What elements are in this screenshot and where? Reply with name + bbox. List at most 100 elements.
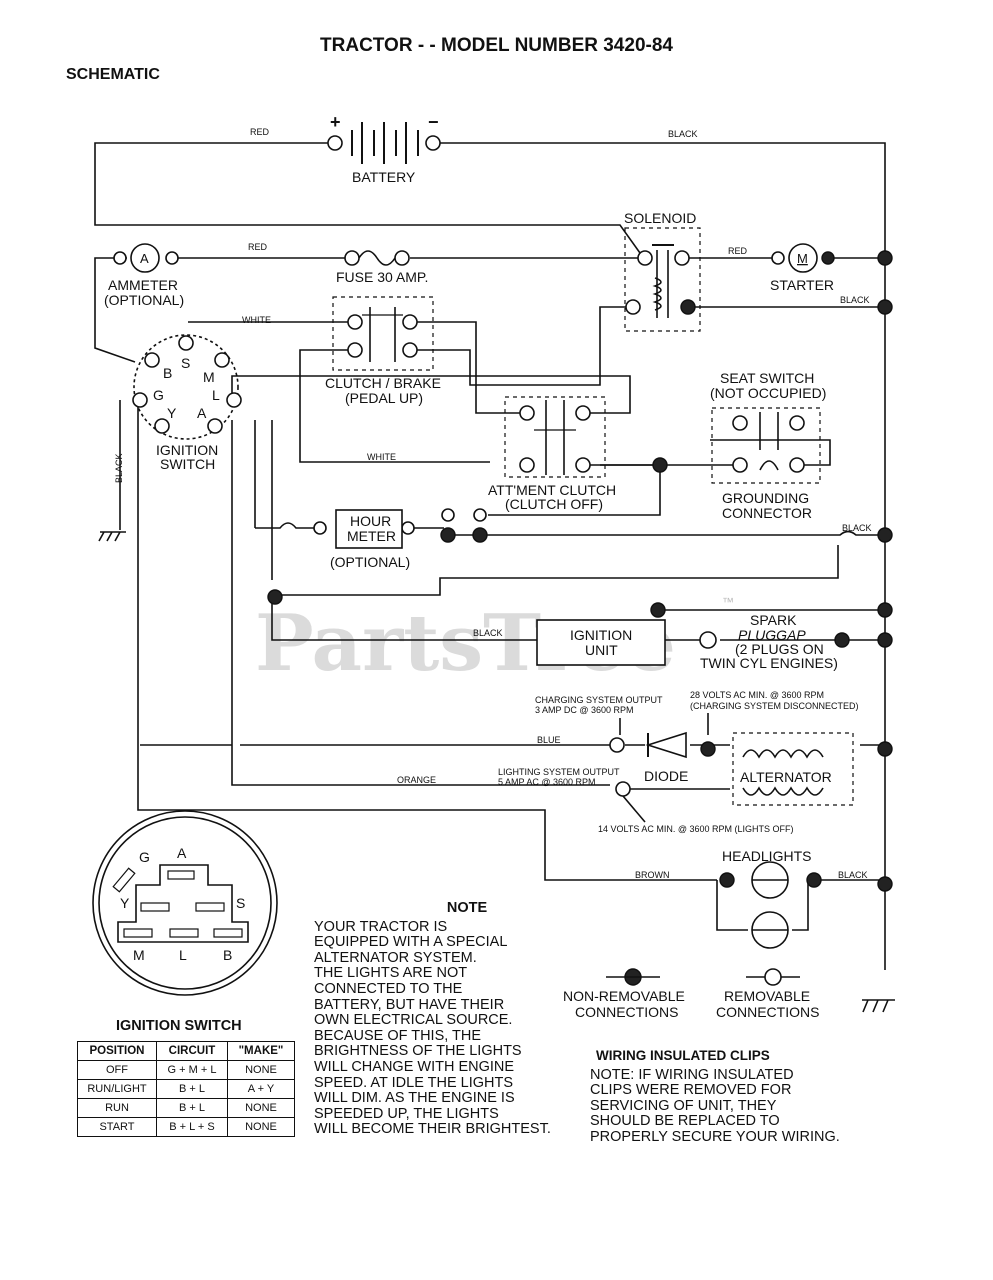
note-line: OWN ELECTRICAL SOURCE. bbox=[314, 1012, 513, 1029]
spark-engines-label: TWIN CYL ENGINES) bbox=[700, 655, 838, 671]
starter-symbol: M bbox=[797, 251, 808, 266]
removable-connection bbox=[425, 135, 441, 151]
face-letter-y: Y bbox=[120, 895, 130, 911]
ac28-sublabel: (CHARGING SYSTEM DISCONNECTED) bbox=[690, 701, 859, 711]
cell-circuit: G + M + L bbox=[156, 1060, 228, 1080]
wiring-clips-block: WIRING INSULATED CLIPS NOTE: IF WIRING I… bbox=[590, 1048, 890, 1146]
terminal-l: L bbox=[212, 387, 220, 403]
note-line: CONNECTED TO THE bbox=[314, 980, 463, 997]
grounding-connector-sublabel: CONNECTOR bbox=[722, 505, 812, 521]
note-heading: NOTE bbox=[446, 900, 488, 916]
spark-plugs-label: (2 PLUGS ON bbox=[735, 641, 824, 657]
terminal-g: G bbox=[153, 387, 164, 403]
ignition-unit: IGNITION UNIT bbox=[536, 619, 717, 666]
clips-line: CLIPS WERE REMOVED FOR bbox=[590, 1082, 792, 1099]
cell-make: NONE bbox=[227, 1117, 295, 1137]
non-removable-connection bbox=[650, 602, 666, 618]
cell-make: A + Y bbox=[227, 1079, 295, 1099]
cell-circuit: B + L bbox=[156, 1079, 228, 1099]
table-row: RUN B + L NONE bbox=[77, 1098, 295, 1118]
connection-legend: NON-REMOVABLE CONNECTIONS REMOVABLE CONN… bbox=[563, 968, 819, 1020]
ignition-switch-sublabel: SWITCH bbox=[160, 456, 215, 472]
hour-meter-sublabel: METER bbox=[347, 528, 396, 544]
attachment-clutch-switch: ATT'MENT CLUTCH (CLUTCH OFF) bbox=[488, 396, 616, 512]
cell-position: RUN bbox=[77, 1098, 157, 1118]
face-letter-a: A bbox=[177, 845, 187, 861]
wire-label-red: RED bbox=[248, 242, 268, 252]
ignition-switch: S B M G L Y A IGNITION SWITCH bbox=[132, 334, 242, 472]
removable-connection bbox=[327, 135, 343, 151]
face-letter-m: M bbox=[133, 947, 145, 963]
legend-removable-label: REMOVABLE bbox=[724, 988, 810, 1004]
non-removable-connection bbox=[877, 876, 893, 892]
clips-line: PROPERLY SECURE YOUR WIRING. bbox=[590, 1128, 840, 1145]
fuse: FUSE 30 AMP. bbox=[336, 250, 428, 285]
seat-switch-label: SEAT SWITCH bbox=[720, 370, 814, 386]
note-line: YOUR TRACTOR IS bbox=[314, 918, 448, 935]
wire-label-black: BLACK bbox=[668, 129, 698, 139]
non-removable-connection bbox=[877, 632, 893, 648]
wire-label-blue: BLUE bbox=[537, 735, 561, 745]
removable-connection bbox=[473, 508, 487, 522]
alternator-label: ALTERNATOR bbox=[740, 769, 832, 785]
ammeter-label: AMMETER bbox=[108, 277, 178, 293]
legend-removable-sublabel: CONNECTIONS bbox=[716, 1004, 819, 1020]
solenoid: SOLENOID bbox=[624, 210, 701, 332]
charging-system: CHARGING SYSTEM OUTPUT 3 AMP DC @ 3600 R… bbox=[498, 690, 859, 834]
terminal-y: Y bbox=[167, 405, 177, 421]
clutch-brake-sublabel: (PEDAL UP) bbox=[345, 390, 423, 406]
table-row: OFF G + M + L NONE bbox=[77, 1060, 295, 1080]
note-line: BRIGHTNESS OF THE LIGHTS bbox=[314, 1043, 522, 1060]
headlights: HEADLIGHTS bbox=[719, 848, 822, 949]
cell-position: OFF bbox=[77, 1060, 157, 1080]
hour-meter-optional-label: (OPTIONAL) bbox=[330, 554, 410, 570]
header-circuit: CIRCUIT bbox=[156, 1041, 228, 1061]
face-letter-b: B bbox=[223, 947, 232, 963]
charging-output-sublabel: 3 AMP DC @ 3600 RPM bbox=[535, 705, 634, 715]
clutch-brake-label: CLUTCH / BRAKE bbox=[325, 375, 441, 391]
non-removable-connection bbox=[652, 457, 668, 473]
clutch-brake-switch: CLUTCH / BRAKE (PEDAL UP) bbox=[325, 296, 441, 406]
grounding-connector-label: GROUNDING bbox=[722, 490, 809, 506]
starter-label: STARTER bbox=[770, 277, 834, 293]
note-line: WILL DIM. AS THE ENGINE IS bbox=[314, 1090, 515, 1107]
note-line: ALTERNATOR SYSTEM. bbox=[314, 949, 477, 966]
table-header-row: POSITION CIRCUIT "MAKE" bbox=[77, 1041, 295, 1061]
spark-label: SPARK bbox=[750, 612, 797, 628]
cell-circuit: B + L + S bbox=[156, 1117, 228, 1137]
schematic-heading: SCHEMATIC bbox=[66, 66, 160, 83]
battery-label: BATTERY bbox=[352, 169, 416, 185]
note-line: THE LIGHTS ARE NOT bbox=[314, 965, 468, 982]
ignition-switch-table-title: IGNITION SWITCH bbox=[116, 1018, 242, 1034]
non-removable-connection bbox=[877, 602, 893, 618]
note-line: BECAUSE OF THIS, THE bbox=[314, 1027, 482, 1044]
wire-label-red: RED bbox=[250, 127, 270, 137]
starter: M STARTER bbox=[770, 243, 835, 293]
wire-label-black: BLACK bbox=[473, 628, 503, 638]
note-line: SPEED. AT IDLE THE LIGHTS bbox=[314, 1074, 514, 1091]
seat-switch-sublabel: (NOT OCCUPIED) bbox=[710, 385, 826, 401]
diode-label: DIODE bbox=[644, 768, 688, 784]
lighting-output-sublabel: 5 AMP AC @ 3600 RPM bbox=[498, 777, 596, 787]
non-removable-connection bbox=[700, 741, 716, 757]
wire-label-orange: ORANGE bbox=[397, 775, 436, 785]
seat-switch: SEAT SWITCH (NOT OCCUPIED) GROUNDING CON… bbox=[710, 370, 826, 521]
wire-label-black: BLACK bbox=[838, 870, 868, 880]
non-removable-connection bbox=[877, 741, 893, 757]
battery-minus-label: − bbox=[428, 112, 439, 132]
ignition-switch-table: POSITION CIRCUIT "MAKE" OFF G + M + L NO… bbox=[77, 1041, 295, 1137]
non-removable-connection bbox=[267, 589, 283, 605]
non-removable-connection bbox=[877, 299, 893, 315]
wire-label-red: RED bbox=[728, 246, 748, 256]
terminal-s: S bbox=[181, 355, 190, 371]
ignition-switch-label: IGNITION bbox=[156, 442, 218, 458]
page-title: TRACTOR - - MODEL NUMBER 3420-84 bbox=[320, 35, 673, 56]
face-letter-s: S bbox=[236, 895, 245, 911]
wire-label-white: WHITE bbox=[242, 315, 271, 325]
watermark-trademark: ™ bbox=[722, 595, 734, 609]
face-letter-l: L bbox=[179, 947, 187, 963]
ac28-label: 28 VOLTS AC MIN. @ 3600 RPM bbox=[690, 690, 824, 700]
attment-clutch-label: ATT'MENT CLUTCH bbox=[488, 482, 616, 498]
ignition-switch-face: G A Y S M L B bbox=[92, 810, 278, 996]
hour-meter-label: HOUR bbox=[350, 513, 391, 529]
